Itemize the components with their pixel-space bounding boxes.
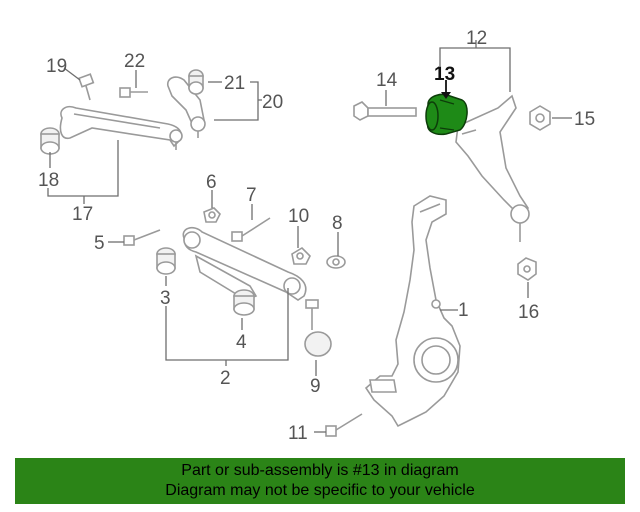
callout-10: 10: [288, 206, 309, 227]
callout-19: 19: [46, 56, 67, 77]
ball-joint-9: [304, 299, 332, 357]
bolt-14: [353, 101, 417, 121]
callout-11: 11: [288, 423, 308, 444]
bushing-18: [40, 127, 60, 155]
callout-16: 16: [518, 302, 539, 323]
footer-line-2: Diagram may not be specific to your vehi…: [165, 482, 475, 499]
bolt-22: [119, 87, 148, 98]
callout-5: 5: [94, 233, 105, 254]
callout-3: 3: [160, 288, 171, 309]
bushing-13-highlighted[interactable]: [425, 93, 468, 136]
callout-21: 21: [224, 73, 245, 94]
nut-15: [529, 105, 551, 131]
parts-diagram: 1 2 3 4 5 6 7 8 9 10 11 12 13 14 15 16 1…: [38, 28, 595, 444]
upper-arm-12: [455, 94, 530, 242]
steering-knuckle: [364, 195, 461, 428]
bushing-21: [188, 69, 204, 95]
callout-12: 12: [466, 28, 487, 49]
callout-17: 17: [72, 204, 93, 225]
footer-line-1: Part or sub-assembly is #13 in diagram: [181, 462, 459, 479]
nut-8: [326, 255, 346, 269]
callout-9: 9: [310, 376, 321, 397]
callout-2: 2: [220, 368, 231, 389]
bushing-4: [233, 289, 255, 316]
callout-22: 22: [124, 51, 145, 72]
bolt-7: [231, 217, 271, 242]
nut-16: [517, 257, 537, 281]
callout-20: 20: [262, 92, 283, 113]
bolt-19: [77, 73, 95, 101]
callout-13[interactable]: 13: [434, 64, 455, 85]
callout-8: 8: [332, 213, 343, 234]
callout-15: 15: [574, 109, 595, 130]
nut-10: [291, 246, 311, 265]
upper-control-arm-rear: [59, 105, 183, 150]
callout-6: 6: [206, 172, 217, 193]
bushing-3: [156, 247, 176, 275]
callout-4: 4: [236, 332, 247, 353]
footer-banner: Part or sub-assembly is #13 in diagram D…: [15, 458, 625, 504]
bolt-11: [325, 413, 363, 437]
callout-7: 7: [246, 185, 257, 206]
callout-14: 14: [376, 70, 398, 91]
callout-18: 18: [38, 170, 59, 191]
upper-arm-front-20: [166, 76, 206, 138]
lower-control-arm: [182, 226, 307, 301]
bolt-5: [123, 229, 161, 246]
callout-1: 1: [458, 300, 469, 321]
nut-6: [203, 207, 221, 223]
